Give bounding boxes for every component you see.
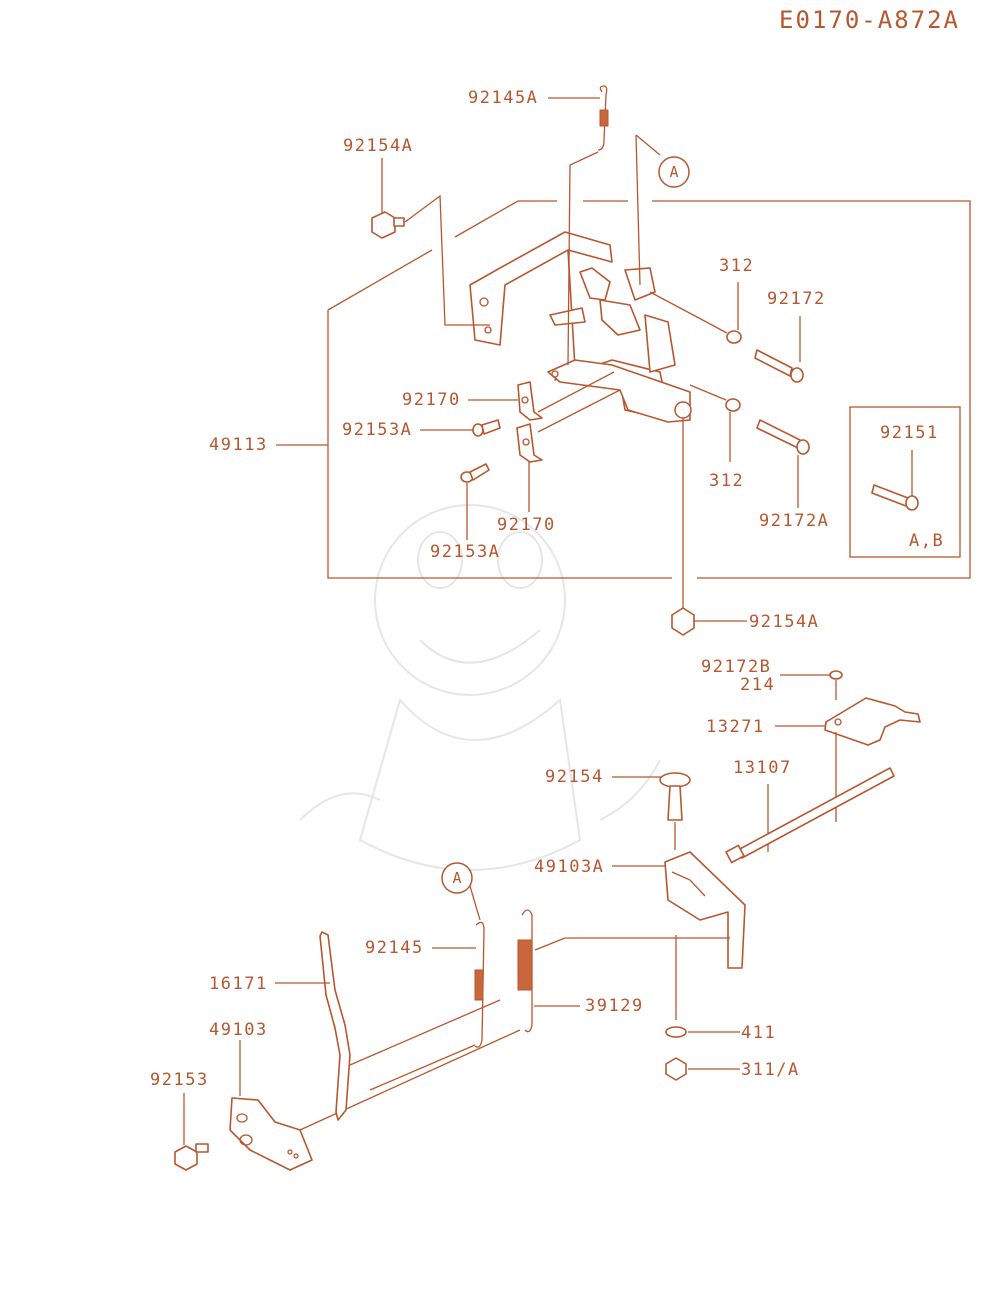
diagram-code: E0170-A872A — [779, 6, 960, 34]
label-39129: 39129 — [585, 996, 644, 1016]
label-311A: 311/A — [741, 1060, 800, 1080]
bolt-92172 — [754, 316, 804, 383]
bolt-92172A — [756, 419, 810, 508]
ref-a-bottom-label: A — [452, 869, 461, 887]
label-411: 411 — [741, 1023, 777, 1043]
rod-16171 — [275, 931, 351, 1121]
label-92153A-mid: 92153A — [342, 420, 413, 440]
label-92170-top: 92170 — [402, 390, 461, 410]
control-bracket — [469, 231, 692, 423]
label-92145: 92145 — [365, 938, 424, 958]
label-box-note: A,B — [909, 531, 945, 551]
screw-92153A-mid — [420, 419, 501, 437]
connecting-lines — [299, 937, 730, 1131]
nut-312-bottom — [689, 384, 741, 462]
upper-frame — [276, 200, 971, 579]
label-92172A: 92172A — [759, 511, 830, 531]
nut-312-top — [649, 282, 742, 344]
nut-311A — [665, 1057, 740, 1081]
watermark-mascot — [299, 504, 661, 871]
ref-a-bottom: A — [441, 862, 481, 921]
label-92154A-bottom: 92154A — [749, 612, 820, 632]
clamp-92170-bottom — [516, 389, 621, 512]
label-92170-bottom: 92170 — [497, 515, 556, 535]
label-92172B: 92172B — [701, 657, 772, 677]
clamp-92170-top — [468, 371, 615, 421]
label-92151: 92151 — [880, 423, 939, 443]
label-92172: 92172 — [767, 289, 826, 309]
lever-49103A — [612, 851, 746, 1020]
label-92153A-bottom: 92153A — [430, 542, 501, 562]
label-49103: 49103 — [209, 1020, 268, 1040]
bolt-92154A-top — [371, 158, 490, 326]
option-box — [849, 406, 961, 558]
label-13107: 13107 — [733, 758, 792, 778]
label-92145A: 92145A — [468, 88, 539, 108]
washer-411 — [665, 1026, 740, 1038]
label-312-top: 312 — [719, 256, 755, 276]
bolt-92154 — [612, 772, 691, 850]
screw-92172B — [780, 670, 843, 700]
spring-39129 — [517, 909, 580, 1033]
ref-a-top-label: A — [669, 163, 678, 181]
spring-92145A — [548, 85, 609, 366]
bolt-92154A-bottom — [671, 418, 747, 636]
label-13271: 13271 — [706, 717, 765, 737]
label-16171: 16171 — [209, 974, 268, 994]
plate-13271 — [775, 697, 921, 822]
screw-92153A-bottom — [460, 463, 490, 540]
lever-49103 — [229, 1040, 313, 1171]
ref-a-top: A — [635, 134, 690, 286]
label-92154: 92154 — [545, 767, 604, 787]
spring-92145 — [432, 921, 485, 1048]
bolt-92153 — [174, 1093, 209, 1171]
label-49103A: 49103A — [534, 857, 605, 877]
shaft-13107 — [725, 767, 895, 864]
label-49113: 49113 — [209, 435, 268, 455]
label-92154A-top: 92154A — [343, 136, 414, 156]
label-214: 214 — [740, 675, 776, 695]
bolt-92151 — [871, 450, 919, 511]
label-92153: 92153 — [150, 1070, 209, 1090]
label-312-bottom: 312 — [709, 471, 745, 491]
